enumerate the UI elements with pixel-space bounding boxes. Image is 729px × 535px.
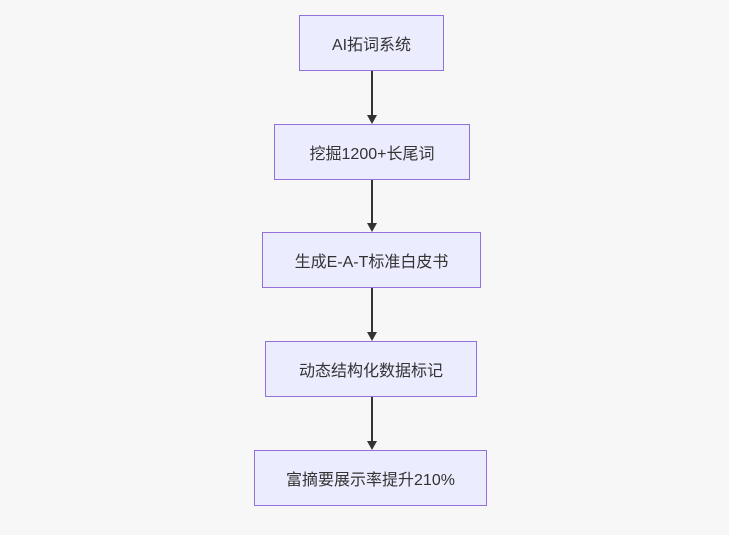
arrow-head-icon (367, 441, 377, 450)
arrow-line (371, 180, 373, 224)
node-label: 挖掘1200+长尾词 (309, 146, 435, 163)
flowchart-arrow-4-5 (366, 397, 378, 450)
arrow-head-icon (367, 332, 377, 341)
node-label: 动态结构化数据标记 (298, 363, 443, 380)
arrow-line (371, 397, 373, 442)
flowchart-node-structured-data-markup: 动态结构化数据标记 (265, 341, 477, 397)
node-label: 富摘要展示率提升210% (286, 472, 455, 489)
flowchart-arrow-3-4 (366, 288, 378, 341)
flowchart-arrow-2-3 (366, 180, 378, 232)
arrow-head-icon (367, 223, 377, 232)
node-label: 生成E-A-T标准白皮书 (294, 254, 449, 271)
arrow-line (371, 71, 373, 116)
flowchart-node-rich-snippet-result: 富摘要展示率提升210% (254, 450, 487, 506)
arrow-line (371, 288, 373, 333)
arrow-head-icon (367, 115, 377, 124)
flowchart-node-longtail-mining: 挖掘1200+长尾词 (274, 124, 470, 180)
node-label: AI拓词系统 (331, 37, 412, 54)
flowchart-node-ai-keyword-system: AI拓词系统 (299, 15, 444, 71)
flowchart-arrow-1-2 (366, 71, 378, 124)
flowchart-node-eat-whitepaper: 生成E-A-T标准白皮书 (262, 232, 481, 288)
